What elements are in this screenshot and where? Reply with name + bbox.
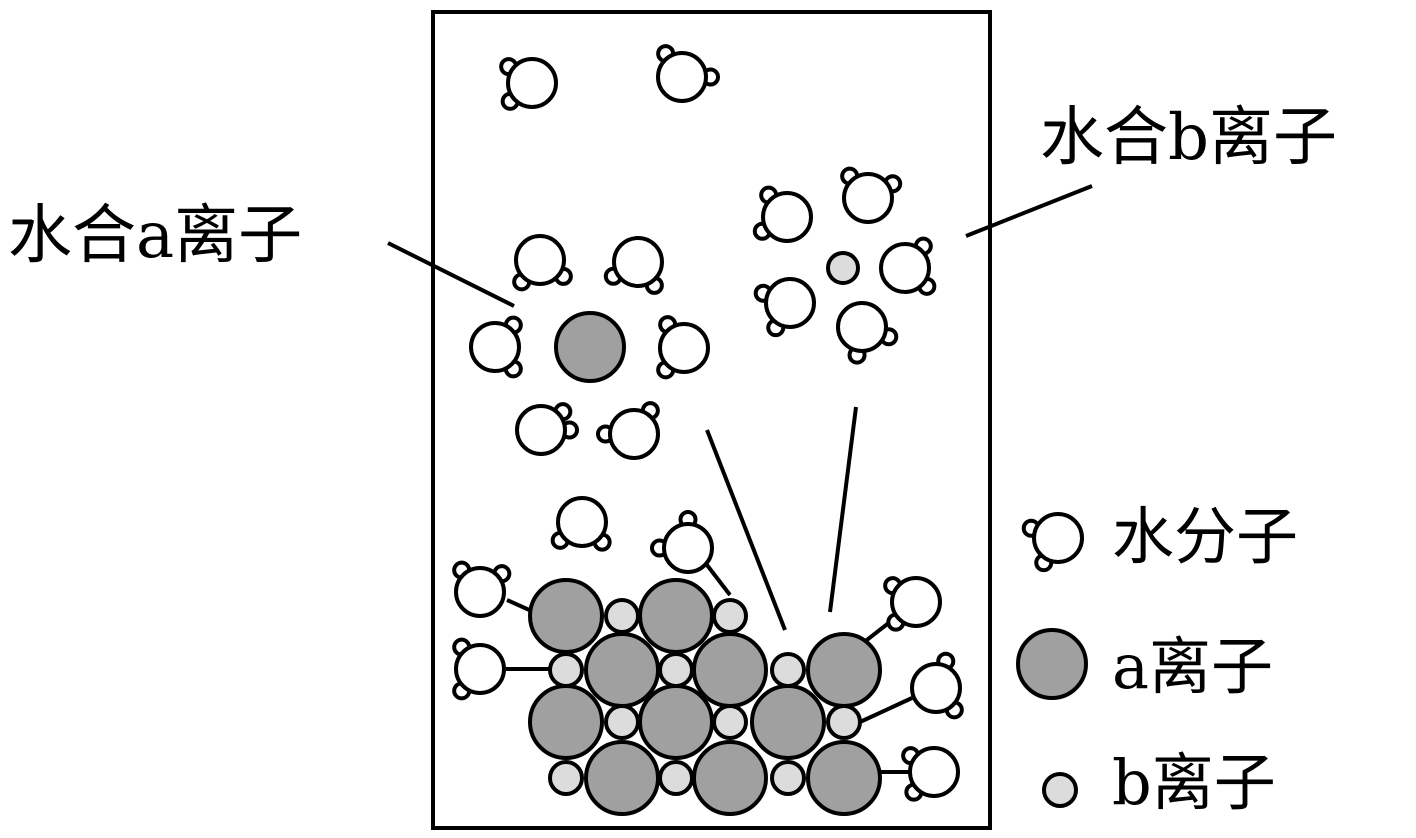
a-ion <box>584 632 660 708</box>
oxygen-atom <box>469 321 521 373</box>
a-ion <box>528 684 604 760</box>
oxygen-atom <box>842 172 894 224</box>
water-molecule <box>752 185 813 243</box>
oxygen-atom <box>658 322 710 374</box>
hydrated-b-ion-label: 水合b离子 <box>1040 101 1337 175</box>
oxygen-atom <box>908 746 960 798</box>
b-ion <box>604 598 640 634</box>
oxygen-atom <box>612 236 664 288</box>
b-ion <box>712 704 748 740</box>
water-molecule <box>515 402 579 456</box>
leader-line-crystal-a <box>705 429 787 631</box>
oxygen-atom <box>836 301 888 353</box>
b-ion <box>1042 772 1078 808</box>
water-molecule <box>499 57 558 111</box>
a-ion <box>1016 628 1088 700</box>
water-molecule <box>883 576 942 632</box>
water-molecule <box>753 277 816 338</box>
a-ion <box>750 684 826 760</box>
b-ion <box>770 652 806 688</box>
oxygen-atom <box>515 404 567 456</box>
water-molecule <box>879 236 937 296</box>
leader-line-hydrated-a <box>387 241 515 308</box>
b-ion <box>826 251 860 285</box>
water-molecule <box>910 651 964 720</box>
water-molecule <box>656 44 720 103</box>
water-molecule <box>469 315 523 379</box>
oxygen-atom <box>656 51 708 103</box>
water-molecule <box>1021 512 1084 573</box>
hydrated-a-ion-label: 水合a离子 <box>8 199 303 273</box>
legend-a-ion-label: a离子 <box>1112 630 1273 703</box>
water-molecule <box>603 236 664 295</box>
oxygen-atom <box>608 408 660 460</box>
water-molecule <box>550 496 612 552</box>
oxygen-atom <box>890 576 942 628</box>
a-ion <box>638 578 714 654</box>
a-ion <box>584 740 660 816</box>
water-molecule <box>836 301 899 365</box>
oxygen-atom <box>761 191 813 243</box>
b-ion <box>658 652 694 688</box>
a-ion <box>528 578 604 654</box>
oxygen-atom <box>1032 512 1084 564</box>
oxygen-atom <box>556 496 608 548</box>
b-ion <box>604 704 640 740</box>
oxygen-atom <box>910 662 962 714</box>
water-molecule <box>650 510 714 574</box>
crystal-bond <box>705 563 732 597</box>
b-ion <box>548 760 584 796</box>
b-ion <box>712 598 748 634</box>
b-ion <box>548 652 584 688</box>
oxygen-atom <box>454 643 506 695</box>
oxygen-atom <box>879 242 931 294</box>
legend-b-ion-label: b离子 <box>1112 746 1276 819</box>
water-molecule <box>901 746 960 802</box>
oxygen-atom <box>506 57 558 109</box>
water-molecule <box>656 315 710 380</box>
particles <box>452 44 1088 816</box>
b-ion <box>826 704 862 740</box>
b-ion <box>658 760 694 796</box>
water-molecule <box>452 560 512 618</box>
oxygen-atom <box>514 234 566 286</box>
leader-lines <box>387 184 1093 631</box>
a-ion <box>806 632 882 708</box>
a-ion <box>692 740 768 816</box>
a-ion <box>692 632 768 708</box>
crystal-bond <box>859 696 913 724</box>
water-molecule <box>596 401 660 460</box>
a-ion <box>638 684 714 760</box>
a-ion <box>806 740 882 816</box>
oxygen-atom <box>454 566 506 618</box>
leader-line-crystal-b <box>828 406 858 613</box>
leader-line-hydrated-b <box>965 184 1093 238</box>
water-molecule <box>512 234 573 292</box>
water-molecule <box>840 166 903 224</box>
water-molecule <box>452 637 506 701</box>
legend-water-label: 水分子 <box>1112 500 1299 573</box>
oxygen-atom <box>662 522 714 574</box>
a-ion <box>554 311 626 383</box>
beaker-frame <box>431 10 992 830</box>
b-ion <box>770 760 806 796</box>
oxygen-atom <box>764 277 816 329</box>
